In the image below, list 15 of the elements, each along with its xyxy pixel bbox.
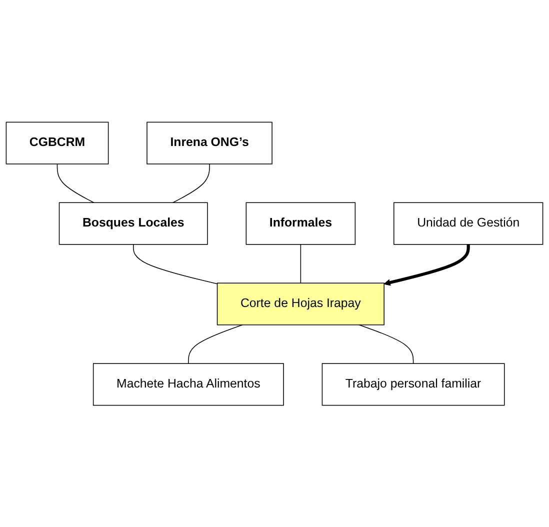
- node-box: Inrena ONG’s: [146, 122, 272, 164]
- node-box: Unidad de Gestión: [393, 202, 544, 245]
- node-box: Informales: [246, 202, 356, 245]
- node-box: Corte de Hojas Irapay: [216, 282, 384, 325]
- connector: [188, 324, 243, 364]
- node-box: Bosques Locales: [58, 202, 208, 245]
- node-box: Trabajo personal familiar: [322, 362, 505, 406]
- connector: [133, 244, 218, 284]
- connector: [358, 324, 414, 364]
- node-box: Machete Hacha Alimentos: [92, 362, 284, 406]
- arrow: [384, 244, 470, 286]
- connector: [172, 163, 210, 203]
- node-box: CGBCRM: [6, 122, 109, 164]
- connector: [300, 244, 302, 284]
- connector: [56, 163, 94, 203]
